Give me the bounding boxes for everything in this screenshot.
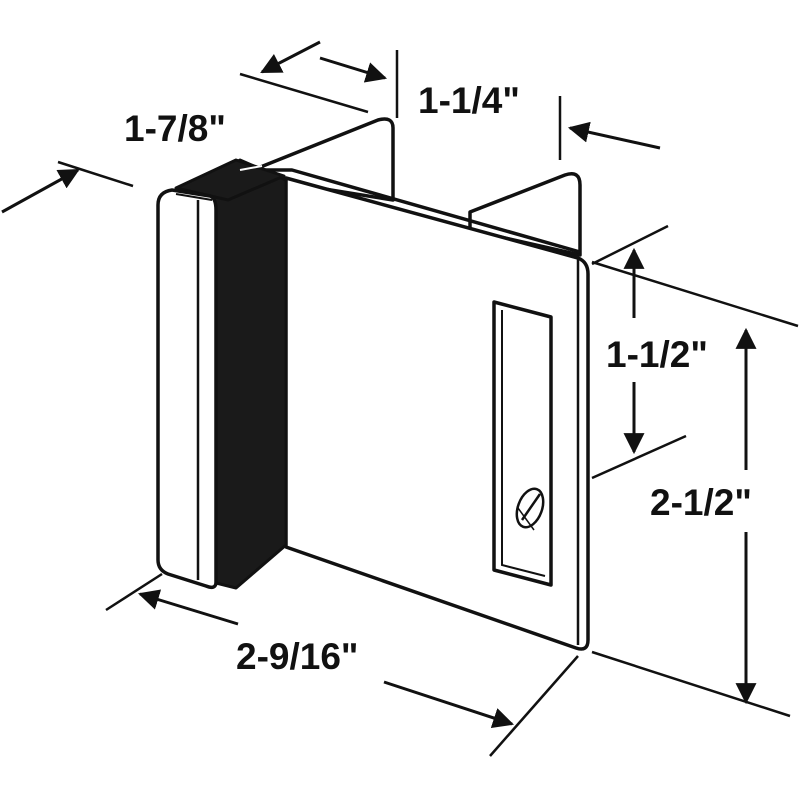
dim-arrow-base-right (383, 680, 514, 729)
ext-line-width-side (57, 160, 134, 188)
ext-line-base-right (489, 655, 579, 757)
bumper-block (210, 158, 288, 590)
dim-label-plate-height: 2-1/2" (650, 482, 752, 523)
ext-line-flange-left (239, 72, 369, 114)
ext-line-plate-top (591, 260, 799, 328)
dim-label-slot-height: 1-1/2" (606, 334, 708, 375)
dim-arrow-base-left (137, 589, 239, 626)
dim-arrow-flange-left (260, 40, 321, 74)
dim-label-width-side: 1-7/8" (124, 108, 226, 149)
strike-face (156, 188, 218, 590)
dim-line-width-side (1, 168, 80, 214)
screw-icon (515, 487, 545, 531)
ext-line-slot-bottom (591, 434, 687, 480)
ext-line-slot-top (591, 224, 669, 266)
dim-arrow-flange-mid (319, 56, 388, 83)
dim-label-flange-depth: 1-1/4" (418, 80, 520, 121)
plate-top-edge (262, 168, 581, 254)
slot-inner-edge (501, 310, 546, 577)
dim-label-plate-width: 2-9/16" (236, 636, 359, 677)
ext-line-base-left (105, 572, 163, 612)
dim-arrow-flange-right (567, 121, 661, 150)
ext-line-plate-bottom (591, 650, 791, 718)
